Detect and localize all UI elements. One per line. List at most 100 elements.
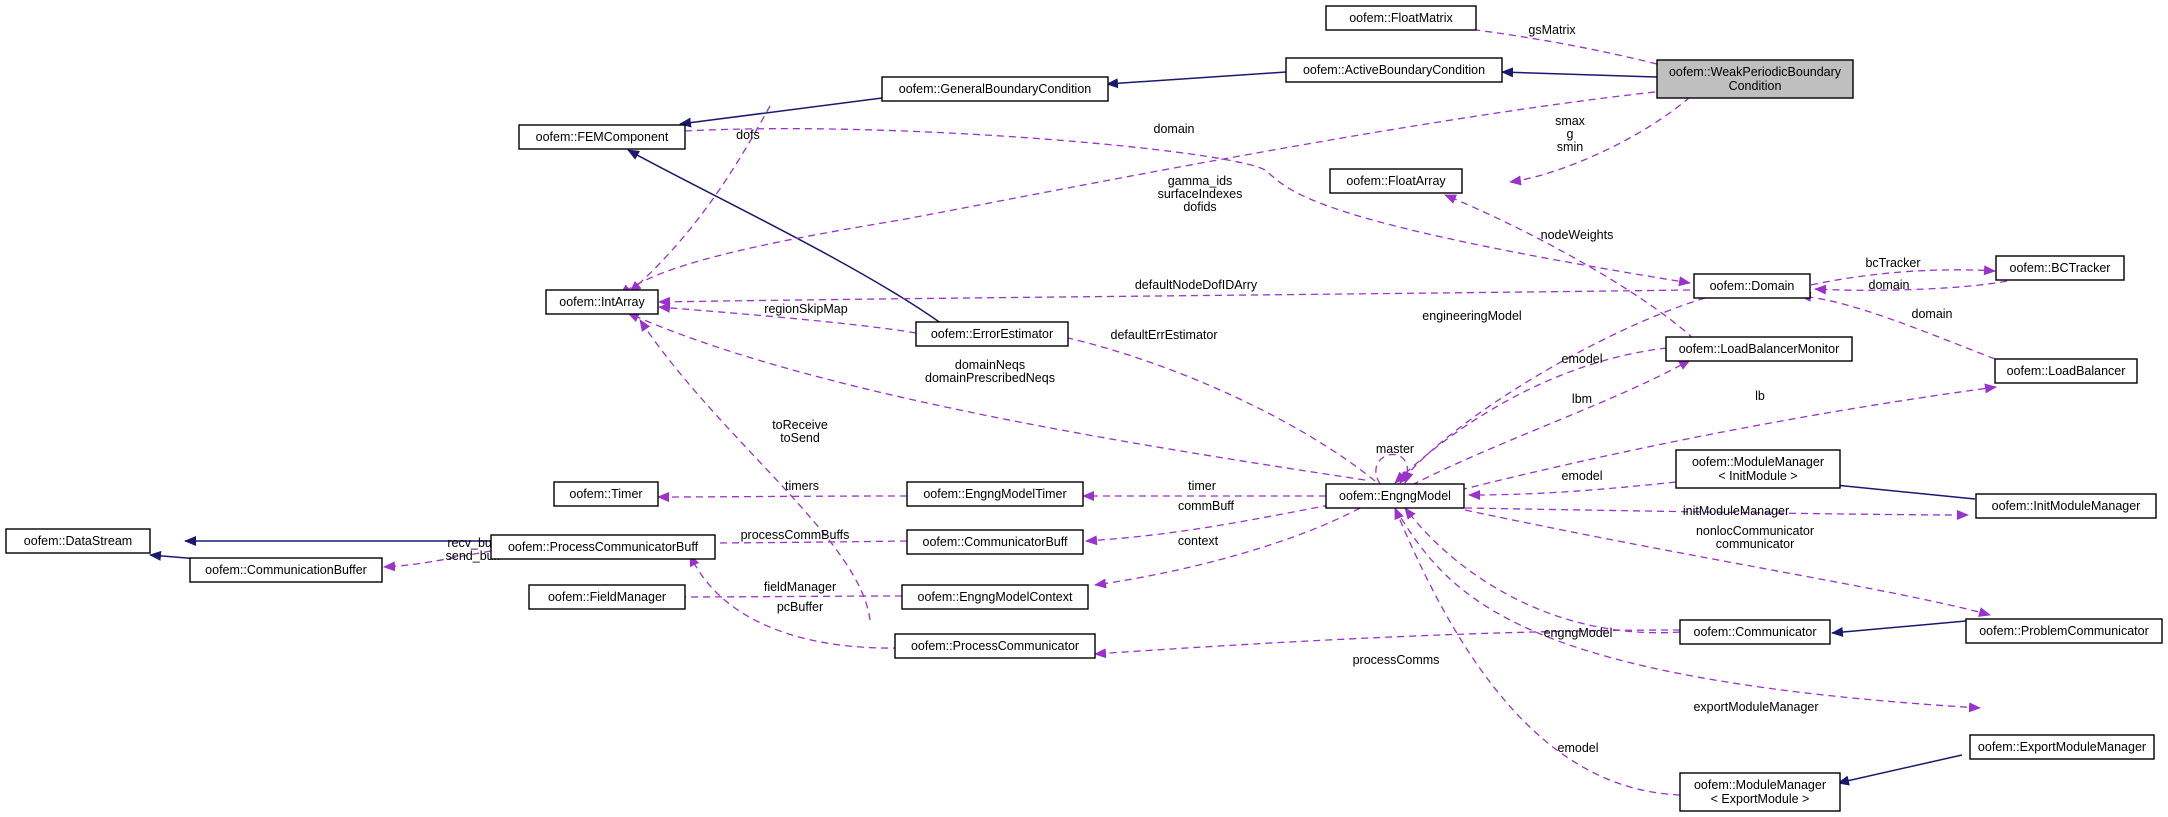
node-generalboundarycondition[interactable]: oofem::GeneralBoundaryCondition — [881, 76, 1109, 102]
node-label: oofem::ProblemCommunicator — [1979, 624, 2149, 638]
node-label: oofem::Domain — [1710, 279, 1795, 293]
edge-label-line: g — [1567, 127, 1574, 141]
node-box — [1975, 493, 2157, 519]
node-intarray[interactable]: oofem::IntArray — [545, 289, 659, 315]
node-box — [189, 557, 383, 583]
edge-label-timer: timer — [1188, 479, 1216, 493]
node-modulemanager-exportmodule[interactable]: oofem::ModuleManager< ExportModule > — [1679, 772, 1841, 812]
node-label: oofem::EngngModelTimer — [923, 487, 1066, 501]
node-box — [1285, 57, 1503, 83]
node-engngmodel[interactable]: oofem::EngngModel — [1325, 483, 1465, 509]
node-label: oofem::DataStream — [24, 534, 132, 548]
usage-edges — [383, 19, 2008, 796]
edge-label-lbm: lbm — [1572, 392, 1592, 406]
node-timer[interactable]: oofem::Timer — [553, 481, 659, 507]
node-label: Condition — [1729, 79, 1782, 93]
edge-label-dofs: dofs — [736, 128, 760, 142]
node-label: oofem::CommunicatorBuff — [923, 535, 1068, 549]
node-loadbalancermonitor[interactable]: oofem::LoadBalancerMonitor — [1665, 336, 1853, 362]
edge-label-processcommbuffs: processCommBuffs — [741, 528, 850, 542]
node-box — [1329, 168, 1463, 194]
node-box — [553, 481, 659, 507]
node-exportmodulemanager[interactable]: oofem::ExportModuleManager — [1969, 734, 2155, 760]
node-box — [1994, 358, 2138, 384]
node-box — [915, 321, 1069, 347]
edge-label-defaultnodedofidarry: defaultNodeDofIDArry — [1135, 278, 1258, 292]
node-communicationbuffer[interactable]: oofem::CommunicationBuffer — [189, 557, 383, 583]
node-label: < InitModule > — [1718, 469, 1797, 483]
edge-label-line: emodel — [1562, 469, 1603, 483]
edge-label-line: dofs — [736, 128, 760, 142]
node-box — [490, 534, 716, 560]
node-box — [1965, 618, 2163, 644]
node-engngmodelcontext[interactable]: oofem::EngngModelContext — [901, 584, 1089, 610]
edge-label-line: send_buff — [446, 549, 501, 563]
edge-label-bctracker: bcTracker — [1865, 256, 1920, 270]
node-label: < ExportModule > — [1711, 792, 1810, 806]
node-box — [545, 289, 659, 315]
edge-label-line: timer — [1188, 479, 1216, 493]
node-fieldmanager[interactable]: oofem::FieldManager — [528, 584, 686, 610]
node-loadbalancer[interactable]: oofem::LoadBalancer — [1994, 358, 2138, 384]
node-label: oofem::LoadBalancerMonitor — [1679, 342, 1840, 356]
edge-label-engineeringmodel: engineeringModel — [1422, 309, 1521, 323]
node-box — [518, 124, 686, 150]
edge-label-exportmodulemanager: exportModuleManager — [1693, 700, 1818, 714]
edge-label-regionskipmap: regionSkipMap — [764, 302, 847, 316]
edge-label-emodel-mm: emodel — [1562, 469, 1603, 483]
node-datastream[interactable]: oofem::DataStream — [5, 528, 151, 554]
edge-label-master: master — [1376, 442, 1414, 456]
node-box — [528, 584, 686, 610]
edge-label-line: nonlocCommunicator — [1696, 524, 1814, 538]
edge-label-emodel-exp: emodel — [1558, 741, 1599, 755]
node-communicator[interactable]: oofem::Communicator — [1679, 619, 1831, 645]
node-errorestimator[interactable]: oofem::ErrorEstimator — [915, 321, 1069, 347]
edge-label-line: processCommBuffs — [741, 528, 850, 542]
edge-label-domain-lb: domain — [1912, 307, 1953, 321]
node-label: oofem::CommunicationBuffer — [205, 563, 367, 577]
edge-label-line: defaultErrEstimator — [1111, 328, 1218, 342]
node-femcomponent[interactable]: oofem::FEMComponent — [518, 124, 686, 150]
node-activeboundarycondition[interactable]: oofem::ActiveBoundaryCondition — [1285, 57, 1503, 83]
node-floatmatrix[interactable]: oofem::FloatMatrix — [1325, 5, 1477, 31]
node-initmodulemanager[interactable]: oofem::InitModuleManager — [1975, 493, 2157, 519]
node-engngmodeltimer[interactable]: oofem::EngngModelTimer — [906, 481, 1084, 507]
edge-label-line: gsMatrix — [1528, 23, 1576, 37]
node-box — [1693, 273, 1811, 299]
node-box — [894, 633, 1096, 659]
node-modulemanager-initmodule[interactable]: oofem::ModuleManager< InitModule > — [1675, 449, 1841, 489]
node-floatarray[interactable]: oofem::FloatArray — [1329, 168, 1463, 194]
node-label: oofem::GeneralBoundaryCondition — [899, 82, 1092, 96]
edge-label-line: domain — [1154, 122, 1195, 136]
edge-label-initmodulemanager: initModuleManager — [1683, 504, 1789, 518]
edge-label-line: communicator — [1716, 537, 1795, 551]
node-problemcommunicator[interactable]: oofem::ProblemCommunicator — [1965, 618, 2163, 644]
node-box — [906, 481, 1084, 507]
edge-label-defaulterrestimator: defaultErrEstimator — [1111, 328, 1218, 342]
node-box — [1675, 449, 1841, 489]
edge-label-line: dofids — [1183, 200, 1216, 214]
node-processcommunicator[interactable]: oofem::ProcessCommunicator — [894, 633, 1096, 659]
edge-label-commbuff: commBuff — [1178, 499, 1235, 513]
node-box — [1665, 336, 1853, 362]
node-bctracker[interactable]: oofem::BCTracker — [1995, 255, 2125, 281]
edge-label-processcomms: processComms — [1353, 653, 1440, 667]
edge-label-line: domain — [1869, 278, 1910, 292]
edge-label-line: processComms — [1353, 653, 1440, 667]
node-label: oofem::LoadBalancer — [2007, 364, 2126, 378]
node-label: oofem::EngngModel — [1339, 489, 1451, 503]
node-label: oofem::BCTracker — [2010, 261, 2111, 275]
edge-label-fieldmanager: fieldManager — [764, 580, 836, 594]
edge-label-line: smin — [1557, 140, 1583, 154]
node-processcommunicatorbuff[interactable]: oofem::ProcessCommunicatorBuff — [490, 534, 716, 560]
edge-label-gsmatrix: gsMatrix — [1528, 23, 1576, 37]
node-label: oofem::IntArray — [559, 295, 645, 309]
node-domain[interactable]: oofem::Domain — [1693, 273, 1811, 299]
node-label: oofem::FloatMatrix — [1349, 11, 1453, 25]
edge-label-line: bcTracker — [1865, 256, 1920, 270]
node-communicatorbuff[interactable]: oofem::CommunicatorBuff — [906, 529, 1084, 555]
